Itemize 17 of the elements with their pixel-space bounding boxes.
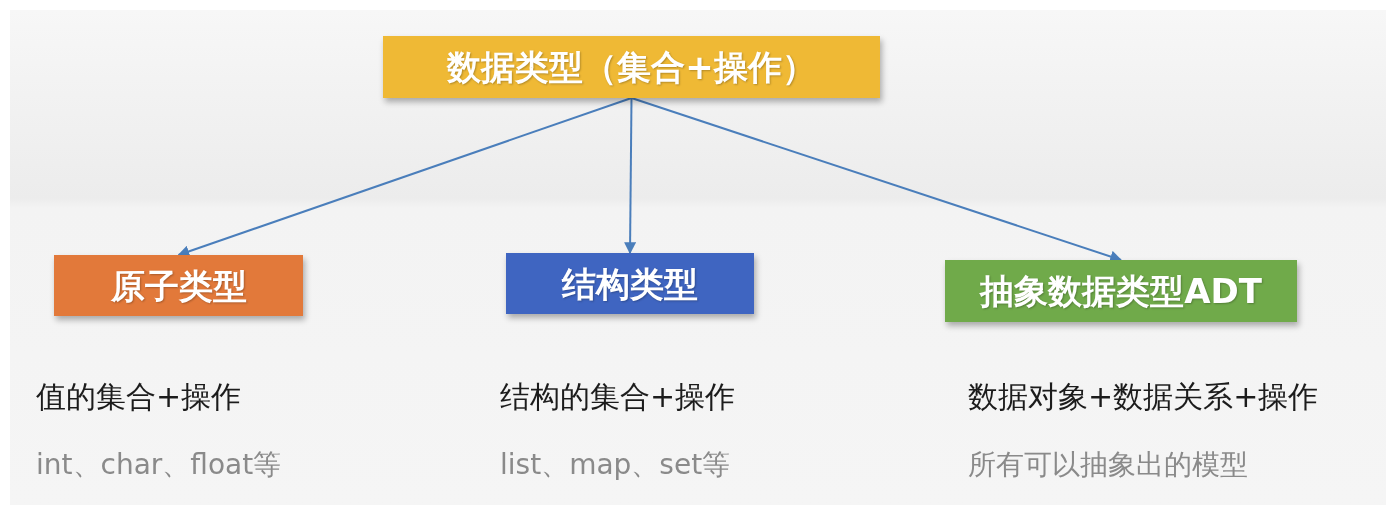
box-title: 原子类型 bbox=[110, 268, 247, 303]
arrow bbox=[624, 97, 637, 255]
description-text: 数据对象+数据关系+操作 bbox=[968, 378, 1319, 416]
category-box bbox=[945, 260, 1297, 322]
box-title: 数据类型（集合+操作） bbox=[447, 50, 816, 84]
box-title: 抽象数据类型ADT bbox=[980, 274, 1262, 308]
arrow bbox=[177, 97, 633, 258]
arrow bbox=[630, 97, 1123, 263]
description-text: 结构的集合+操作 bbox=[500, 378, 736, 416]
category-box bbox=[383, 36, 880, 98]
description-text: int、char、float等 bbox=[36, 447, 282, 482]
box-title: 结构类型 bbox=[562, 266, 698, 301]
description-text: list、map、set等 bbox=[500, 447, 731, 482]
category-box bbox=[54, 255, 303, 316]
category-box bbox=[506, 253, 754, 314]
description-text: 所有可以抽象出的模型 bbox=[968, 447, 1248, 482]
description-text: 值的集合+操作 bbox=[36, 378, 242, 416]
